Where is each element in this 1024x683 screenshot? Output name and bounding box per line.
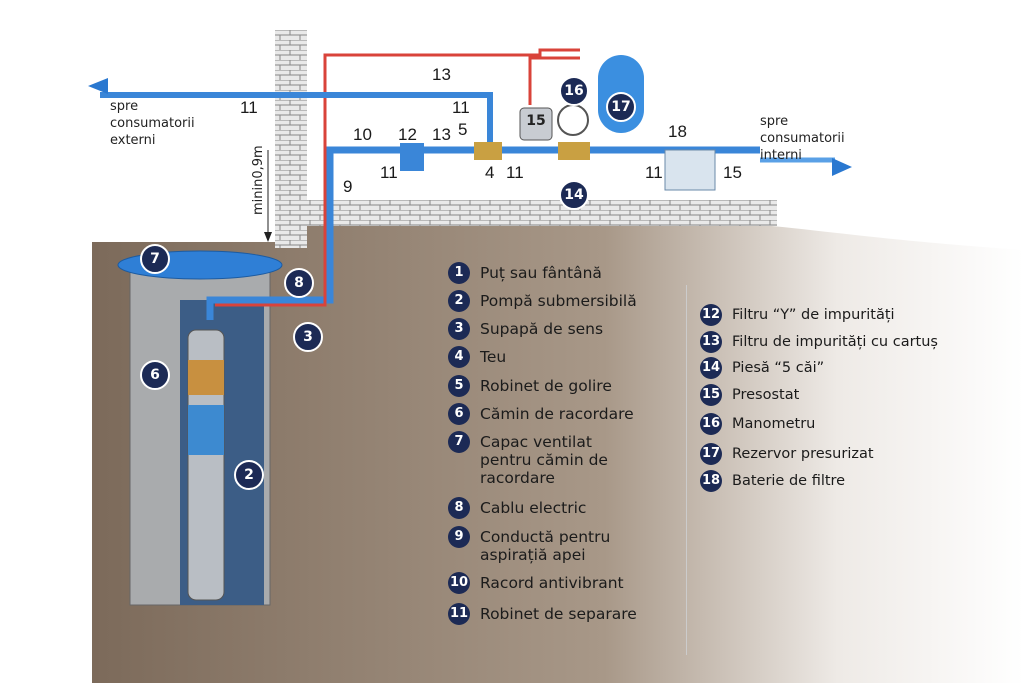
badge-2: 2 [234, 460, 264, 490]
arrow-right-icon [832, 158, 852, 176]
legend-text: Puț sau fântână [480, 264, 602, 282]
legend-item: 12 Filtru “Y” de impurități [700, 304, 895, 326]
legend-badge: 13 [700, 331, 722, 353]
legend-badge: 7 [448, 431, 470, 453]
legend-text: Conductă pentru aspirațiă apei [480, 528, 611, 564]
brick-foundation [307, 200, 777, 226]
tee [474, 142, 502, 160]
legend-item: 7 Capac ventilat pentru cămin de racordar… [448, 431, 618, 487]
legend-text: Robinet de separare [480, 605, 637, 623]
badge-8: 8 [284, 268, 314, 298]
legend-item: 3 Supapă de sens [448, 318, 604, 340]
legend-item: 8 Cablu electric [448, 497, 587, 519]
legend-item: 13 Filtru de impurități cu cartuș [700, 331, 938, 353]
svg-text:13: 13 [432, 65, 451, 84]
submersible-pump [187, 329, 225, 601]
svg-text:11: 11 [506, 163, 524, 182]
five-way-piece [558, 142, 590, 160]
legend-item: 16 Manometru [700, 413, 816, 435]
legend-text: Teu [480, 348, 507, 366]
legend-badge: 1 [448, 262, 470, 284]
legend-text: Capac ventilat pentru cămin de racordare [480, 433, 608, 487]
legend-text: Supapă de sens [480, 320, 604, 338]
electric-cable [215, 48, 580, 307]
badge-17: 17 [606, 92, 636, 122]
legend-text: Robinet de golire [480, 377, 612, 395]
legend-badge: 12 [700, 304, 722, 326]
legend-item: 17 Rezervor presurizat [700, 443, 874, 465]
svg-text:11: 11 [240, 98, 258, 117]
legend-text: Manometru [732, 416, 816, 432]
svg-text:11: 11 [645, 163, 663, 182]
legend-badge: 2 [448, 290, 470, 312]
external-pipe [100, 92, 493, 150]
badge-7: 7 [140, 244, 170, 274]
badge-14: 14 [559, 180, 589, 210]
legend-badge: 5 [448, 375, 470, 397]
legend-item: 18 Baterie de filtre [700, 470, 846, 492]
legend-badge: 18 [700, 470, 722, 492]
svg-text:9: 9 [343, 177, 352, 196]
badge-16: 16 [559, 76, 589, 106]
svg-text:15: 15 [723, 163, 742, 182]
filter-battery [664, 149, 716, 191]
brick-wall [275, 30, 307, 248]
legend-divider [686, 285, 687, 655]
svg-text:12: 12 [398, 125, 417, 144]
legend-text: Cablu electric [480, 499, 587, 517]
legend-text: Rezervor presurizat [732, 446, 874, 462]
legend-text: Presostat [732, 387, 800, 403]
svg-text:18: 18 [668, 122, 687, 141]
legend-text: Baterie de filtre [732, 473, 846, 489]
left-destination: spre consumatorii externi [110, 99, 195, 148]
legend-item: 6 Cămin de racordare [448, 403, 634, 425]
legend-text: Cămin de racordare [480, 405, 634, 423]
badge-3: 3 [293, 322, 323, 352]
arrow-left-icon [88, 78, 108, 94]
legend-item: 1 Puț sau fântână [448, 262, 602, 284]
legend-item: 2 Pompă submersibilă [448, 290, 637, 312]
legend-text: Piesă “5 căi” [732, 360, 825, 376]
svg-text:4: 4 [485, 163, 494, 182]
legend-text: Pompă submersibilă [480, 292, 637, 310]
svg-text:13: 13 [432, 125, 451, 144]
svg-text:10: 10 [353, 125, 372, 144]
legend-badge: 15 [700, 384, 722, 406]
right-destination: spre consumatorii interni [760, 114, 845, 163]
legend-badge: 17 [700, 443, 722, 465]
legend-badge: 14 [700, 357, 722, 379]
legend-badge: 11 [448, 603, 470, 625]
svg-text:5: 5 [458, 120, 467, 139]
legend-badge: 4 [448, 346, 470, 368]
legend-item: 14 Piesă “5 căi” [700, 357, 825, 379]
pressure-switch [519, 107, 553, 141]
legend-item: 15 Presostat [700, 384, 800, 406]
legend-item: 5 Robinet de golire [448, 375, 612, 397]
legend-badge: 9 [448, 526, 470, 548]
legend-badge: 16 [700, 413, 722, 435]
badge-6: 6 [140, 360, 170, 390]
legend-badge: 3 [448, 318, 470, 340]
legend-item: 9 Conductă pentru aspirațiă apei [448, 526, 630, 564]
y-filter [400, 143, 424, 171]
legend-text: Filtru de impurități cu cartuș [732, 334, 938, 350]
legend-item: 10 Racord antivibrant [448, 572, 624, 594]
legend-badge: 6 [448, 403, 470, 425]
depth-note: minin0,9m [251, 145, 266, 215]
legend-item: 4 Teu [448, 346, 507, 368]
legend-badge: 10 [448, 572, 470, 594]
legend-text: Filtru “Y” de impurități [732, 307, 895, 323]
legend-badge: 8 [448, 497, 470, 519]
legend-text: Racord antivibrant [480, 574, 624, 592]
svg-text:11: 11 [380, 163, 398, 182]
svg-text:11: 11 [452, 98, 470, 117]
ground-soil [92, 225, 1024, 683]
legend-item: 11 Robinet de separare [448, 603, 637, 625]
pressure-gauge [557, 104, 589, 136]
badge-15: 15 [526, 113, 546, 129]
